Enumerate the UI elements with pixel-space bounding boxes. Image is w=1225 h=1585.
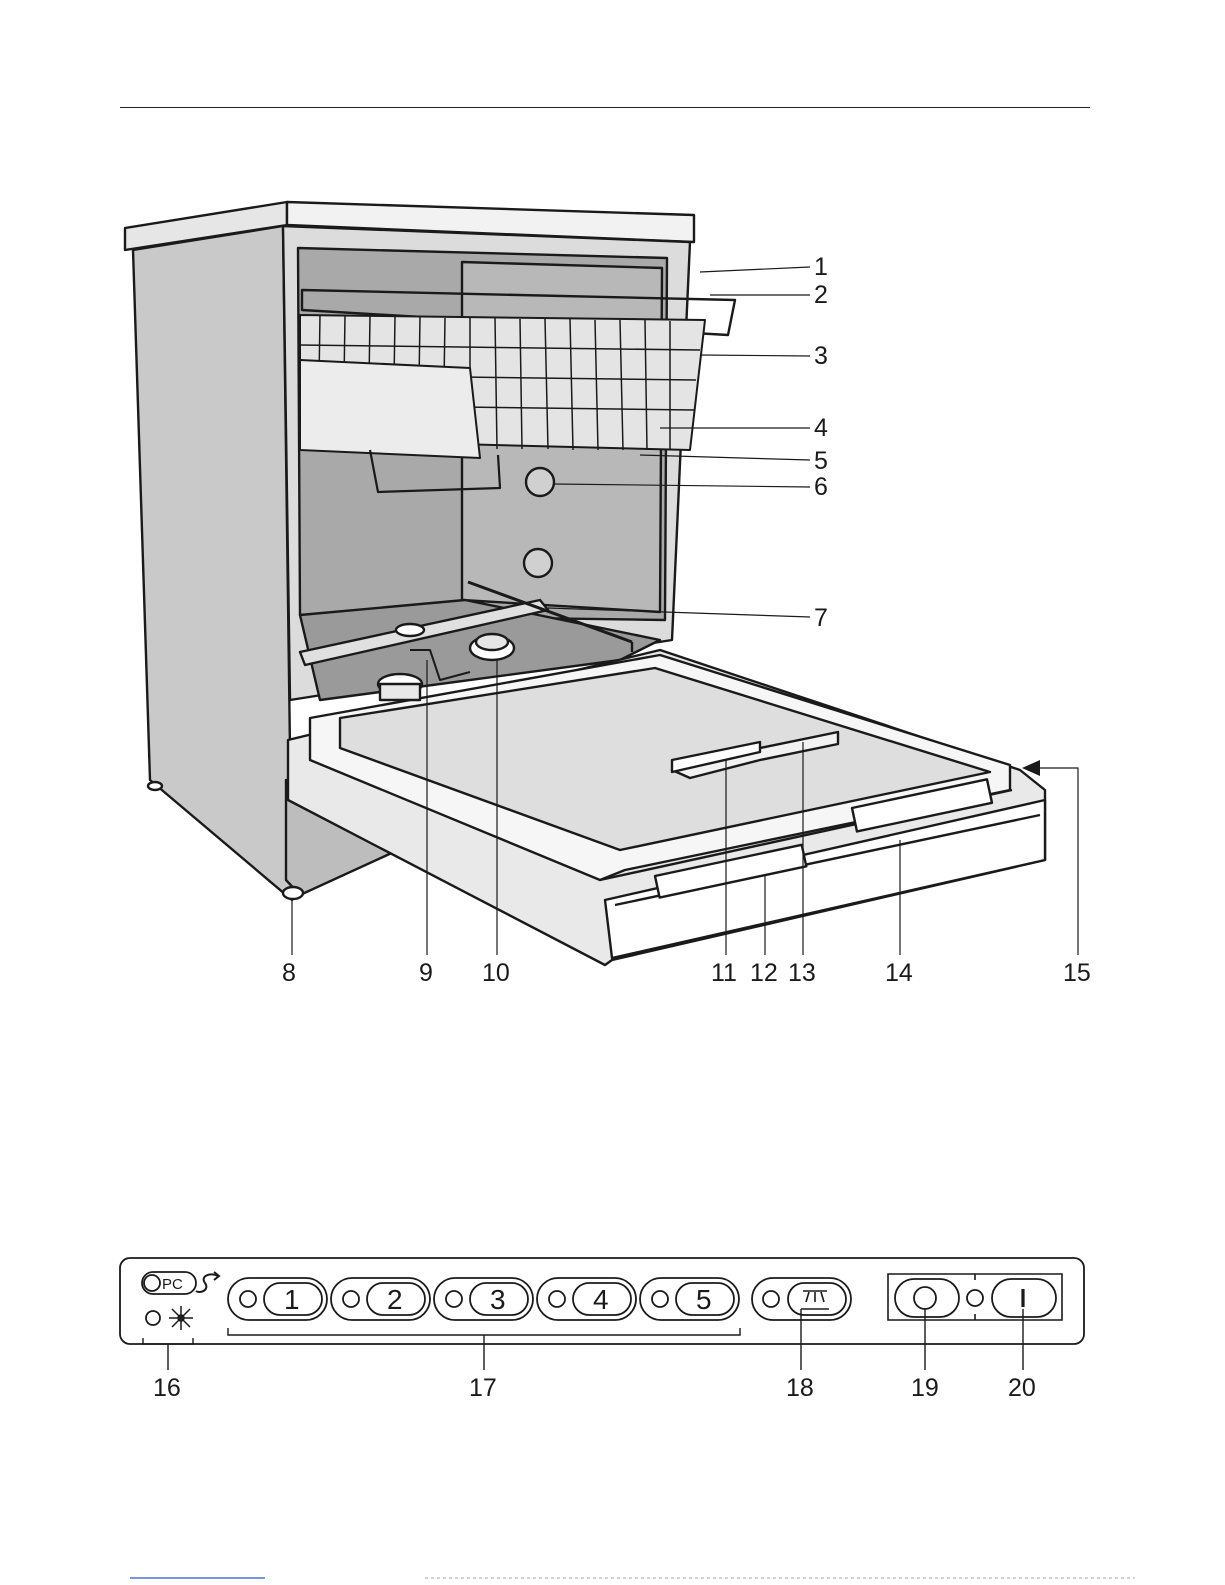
callout-16: 16	[153, 1376, 181, 1401]
sun-icon	[169, 1306, 193, 1330]
program-button-1-label: 1	[284, 1284, 300, 1315]
program-button-4-label: 4	[593, 1284, 609, 1315]
callout-18: 18	[786, 1376, 814, 1401]
program-button-2-label: 2	[387, 1284, 403, 1315]
callout-20: 20	[1008, 1376, 1036, 1401]
callout-17: 17	[469, 1376, 497, 1401]
callout-19: 19	[911, 1376, 939, 1401]
program-button-5-label: 5	[696, 1284, 712, 1315]
program-button-3-label: 3	[490, 1284, 506, 1315]
pc-label: PC	[162, 1276, 183, 1293]
footer-strip	[0, 1572, 1225, 1585]
